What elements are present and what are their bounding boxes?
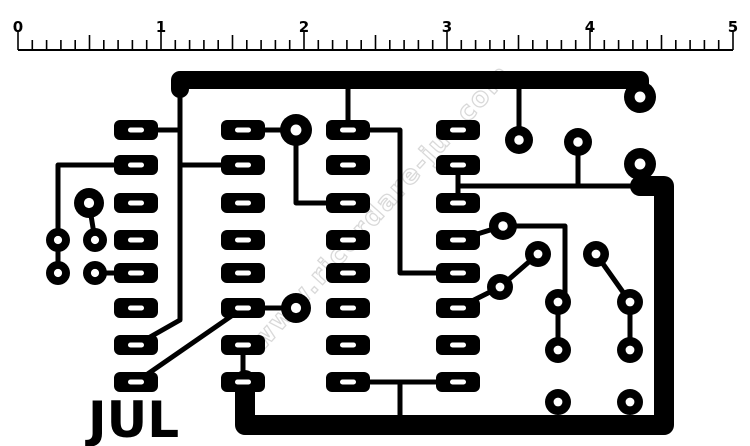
round-pad-hole [591,249,601,259]
round-pad-hole [625,345,635,355]
trace-ic1-pin2-jumper [55,162,139,243]
smd-pad-hole [128,162,144,168]
smd-pad-hole [340,237,356,243]
round-pad-hole [290,302,302,314]
smd-pad-hole [340,270,356,276]
smd-pad-hole [235,200,251,206]
smd-pad-hole [450,200,466,206]
ruler-ticks [17,30,734,50]
smd-pad-hole [128,200,144,206]
top-power-rail [171,71,649,106]
through-hole-pads [46,81,656,415]
inch-ruler: 0 1 2 3 4 5 [13,18,738,51]
smd-pad-hole [340,127,356,133]
round-pad-hole [553,297,563,307]
round-pad-hole [553,345,563,355]
smd-pad-hole [450,162,466,168]
smd-pad-hole [450,237,466,243]
smd-pad-hole [235,305,251,311]
smd-pad-hole [128,379,144,385]
trace-ic3-ic4 [345,127,461,276]
ruler-label-4: 4 [585,18,595,36]
round-pad-hole [83,197,95,209]
pcb-logo: JUL [85,391,179,446]
ground-rail [235,176,674,435]
round-pad-hole [533,249,543,259]
smd-pad-hole [235,127,251,133]
smd-pad-hole [340,379,356,385]
smd-pads [114,120,480,392]
round-pad-hole [90,235,100,245]
round-pad-hole [53,268,63,278]
round-pad-hole [498,221,508,231]
smd-pad-hole [450,305,466,311]
smd-pad-hole [340,305,356,311]
ruler-label-2: 2 [299,18,309,36]
round-pad-hole [625,397,635,407]
round-pad-hole [90,268,100,278]
smd-pad-hole [450,270,466,276]
round-pad-hole [634,91,646,103]
ruler-label-3: 3 [442,18,452,36]
smd-pad-hole [340,200,356,206]
smd-pad-hole [235,270,251,276]
smd-pad-hole [235,342,251,348]
smd-pad-hole [128,342,144,348]
smd-pad-hole [128,305,144,311]
round-pad-hole [290,124,302,136]
smd-pad-hole [235,237,251,243]
round-pad-hole [53,235,63,245]
round-pad-hole [553,397,563,407]
round-pad-hole [625,297,635,307]
smd-pad-hole [450,127,466,133]
smd-pad-hole [235,379,251,385]
smd-pad-hole [128,237,144,243]
smd-pad-hole [450,379,466,385]
trace-ic4-pin4 [455,223,568,303]
smd-pad-hole [340,162,356,168]
ruler-label-1: 1 [156,18,166,36]
trace-ic1-pin8-ic2 [133,305,246,385]
smd-pad-hole [128,270,144,276]
smd-pad-hole [128,127,144,133]
ruler-label-0: 0 [13,18,23,36]
round-pad-hole [514,135,524,145]
round-pad-hole [634,158,646,170]
round-pad-hole [573,137,583,147]
traces [55,71,674,435]
smd-pad-hole [340,342,356,348]
ruler-label-5: 5 [728,18,738,36]
smd-pad-hole [450,342,466,348]
smd-pad-hole [235,162,251,168]
round-pad-hole [495,282,505,292]
